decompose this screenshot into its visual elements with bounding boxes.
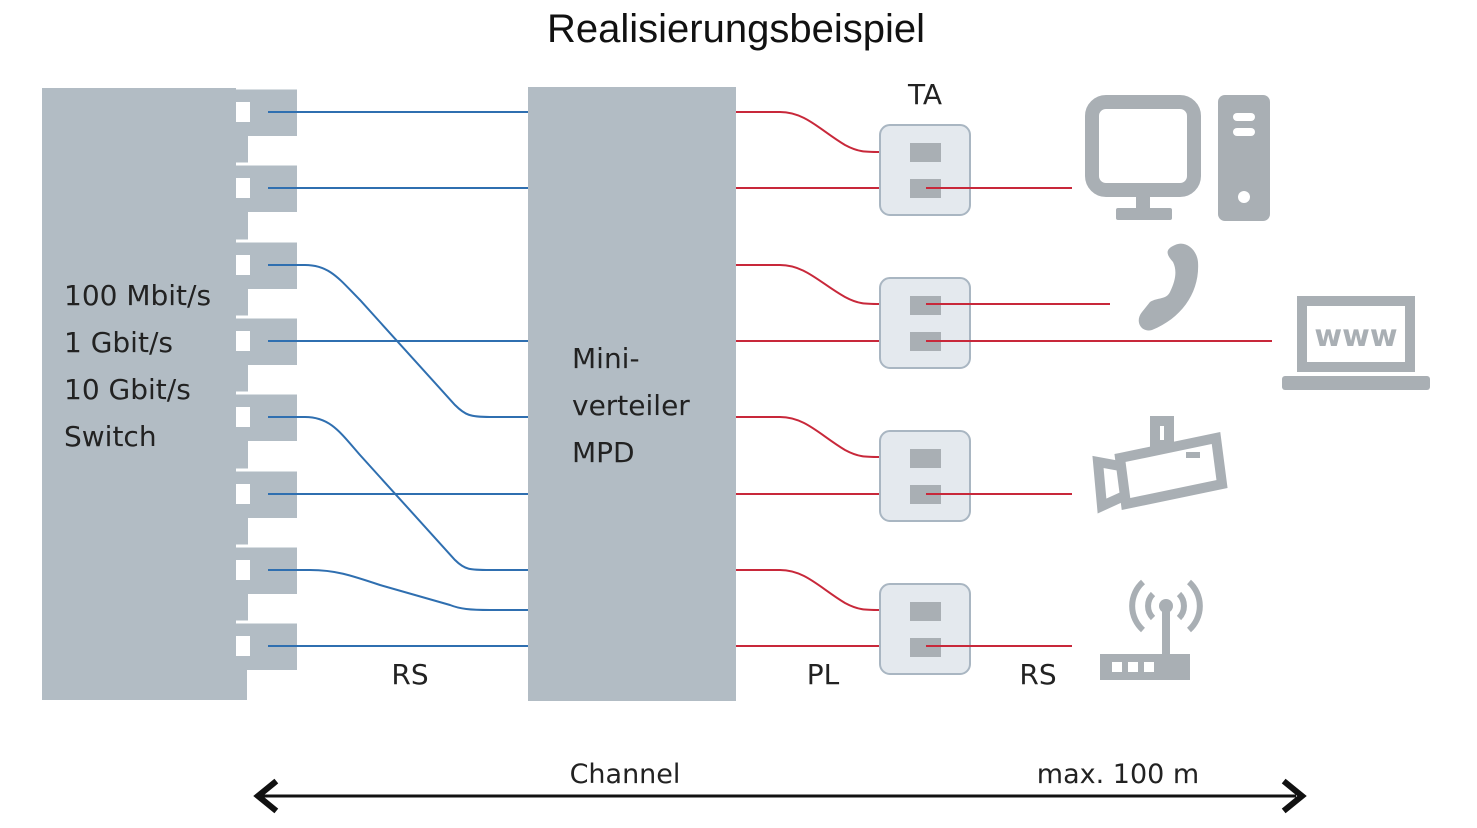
mpd-label-line-2: verteiler (572, 389, 690, 422)
red-cable (736, 264, 881, 305)
mpd-label-line-3: MPD (572, 436, 635, 469)
red-cable (736, 111, 881, 153)
switch-speed-2: 1 Gbit/s (64, 326, 173, 359)
blue-cable (268, 264, 528, 418)
outlet-jack (910, 602, 941, 621)
mpd-body (528, 87, 736, 701)
rs-cables-right (926, 187, 1272, 647)
computer-icon (1085, 95, 1270, 221)
mini-distributor-mpd: Mini- verteiler MPD (528, 87, 736, 701)
rs-left-label: RS (391, 658, 428, 691)
router-icon (1100, 579, 1203, 680)
laptop-icon: www (1282, 296, 1430, 390)
switch-edge (236, 88, 248, 670)
channel-arrow (253, 778, 1307, 814)
outlet-ta (879, 277, 971, 369)
laptop-screen-text: www (1314, 319, 1397, 354)
switch-port (236, 86, 297, 136)
pl-cables (736, 111, 881, 647)
camera-icon (1092, 416, 1228, 514)
rs-cables-left (268, 111, 528, 647)
outlet-jack (910, 296, 941, 315)
outlet-jack (910, 449, 941, 468)
rs-right-label: RS (1019, 658, 1056, 691)
outlets (879, 124, 971, 675)
diagram-title: Realisierungsbeispiel (547, 7, 925, 51)
outlet-ta (879, 430, 971, 522)
outlet-jack (910, 485, 941, 504)
outlet-ta (879, 583, 971, 675)
channel-label: Channel (570, 759, 681, 790)
pl-label: PL (807, 658, 840, 691)
switch-speed-3: 10 Gbit/s (64, 373, 191, 406)
switch-port (236, 239, 297, 289)
outlet-jack (910, 638, 941, 657)
outlet-jack (910, 143, 941, 162)
red-cable (736, 416, 881, 458)
mpd-label-line-1: Mini- (572, 342, 640, 375)
red-cable (736, 569, 881, 611)
switch: 100 Mbit/s 1 Gbit/s 10 Gbit/s Switch (42, 86, 297, 700)
switch-speed-1: 100 Mbit/s (64, 279, 211, 312)
phone-icon (1138, 243, 1199, 331)
outlet-jack (910, 332, 941, 351)
max-length-label: max. 100 m (1037, 759, 1199, 790)
outlet-jack (910, 179, 941, 198)
blue-cable (268, 416, 528, 571)
ta-label: TA (907, 78, 942, 111)
blue-cable (268, 569, 528, 611)
switch-label: Switch (64, 420, 157, 453)
outlet-ta (879, 124, 971, 216)
switch-body (42, 88, 247, 700)
